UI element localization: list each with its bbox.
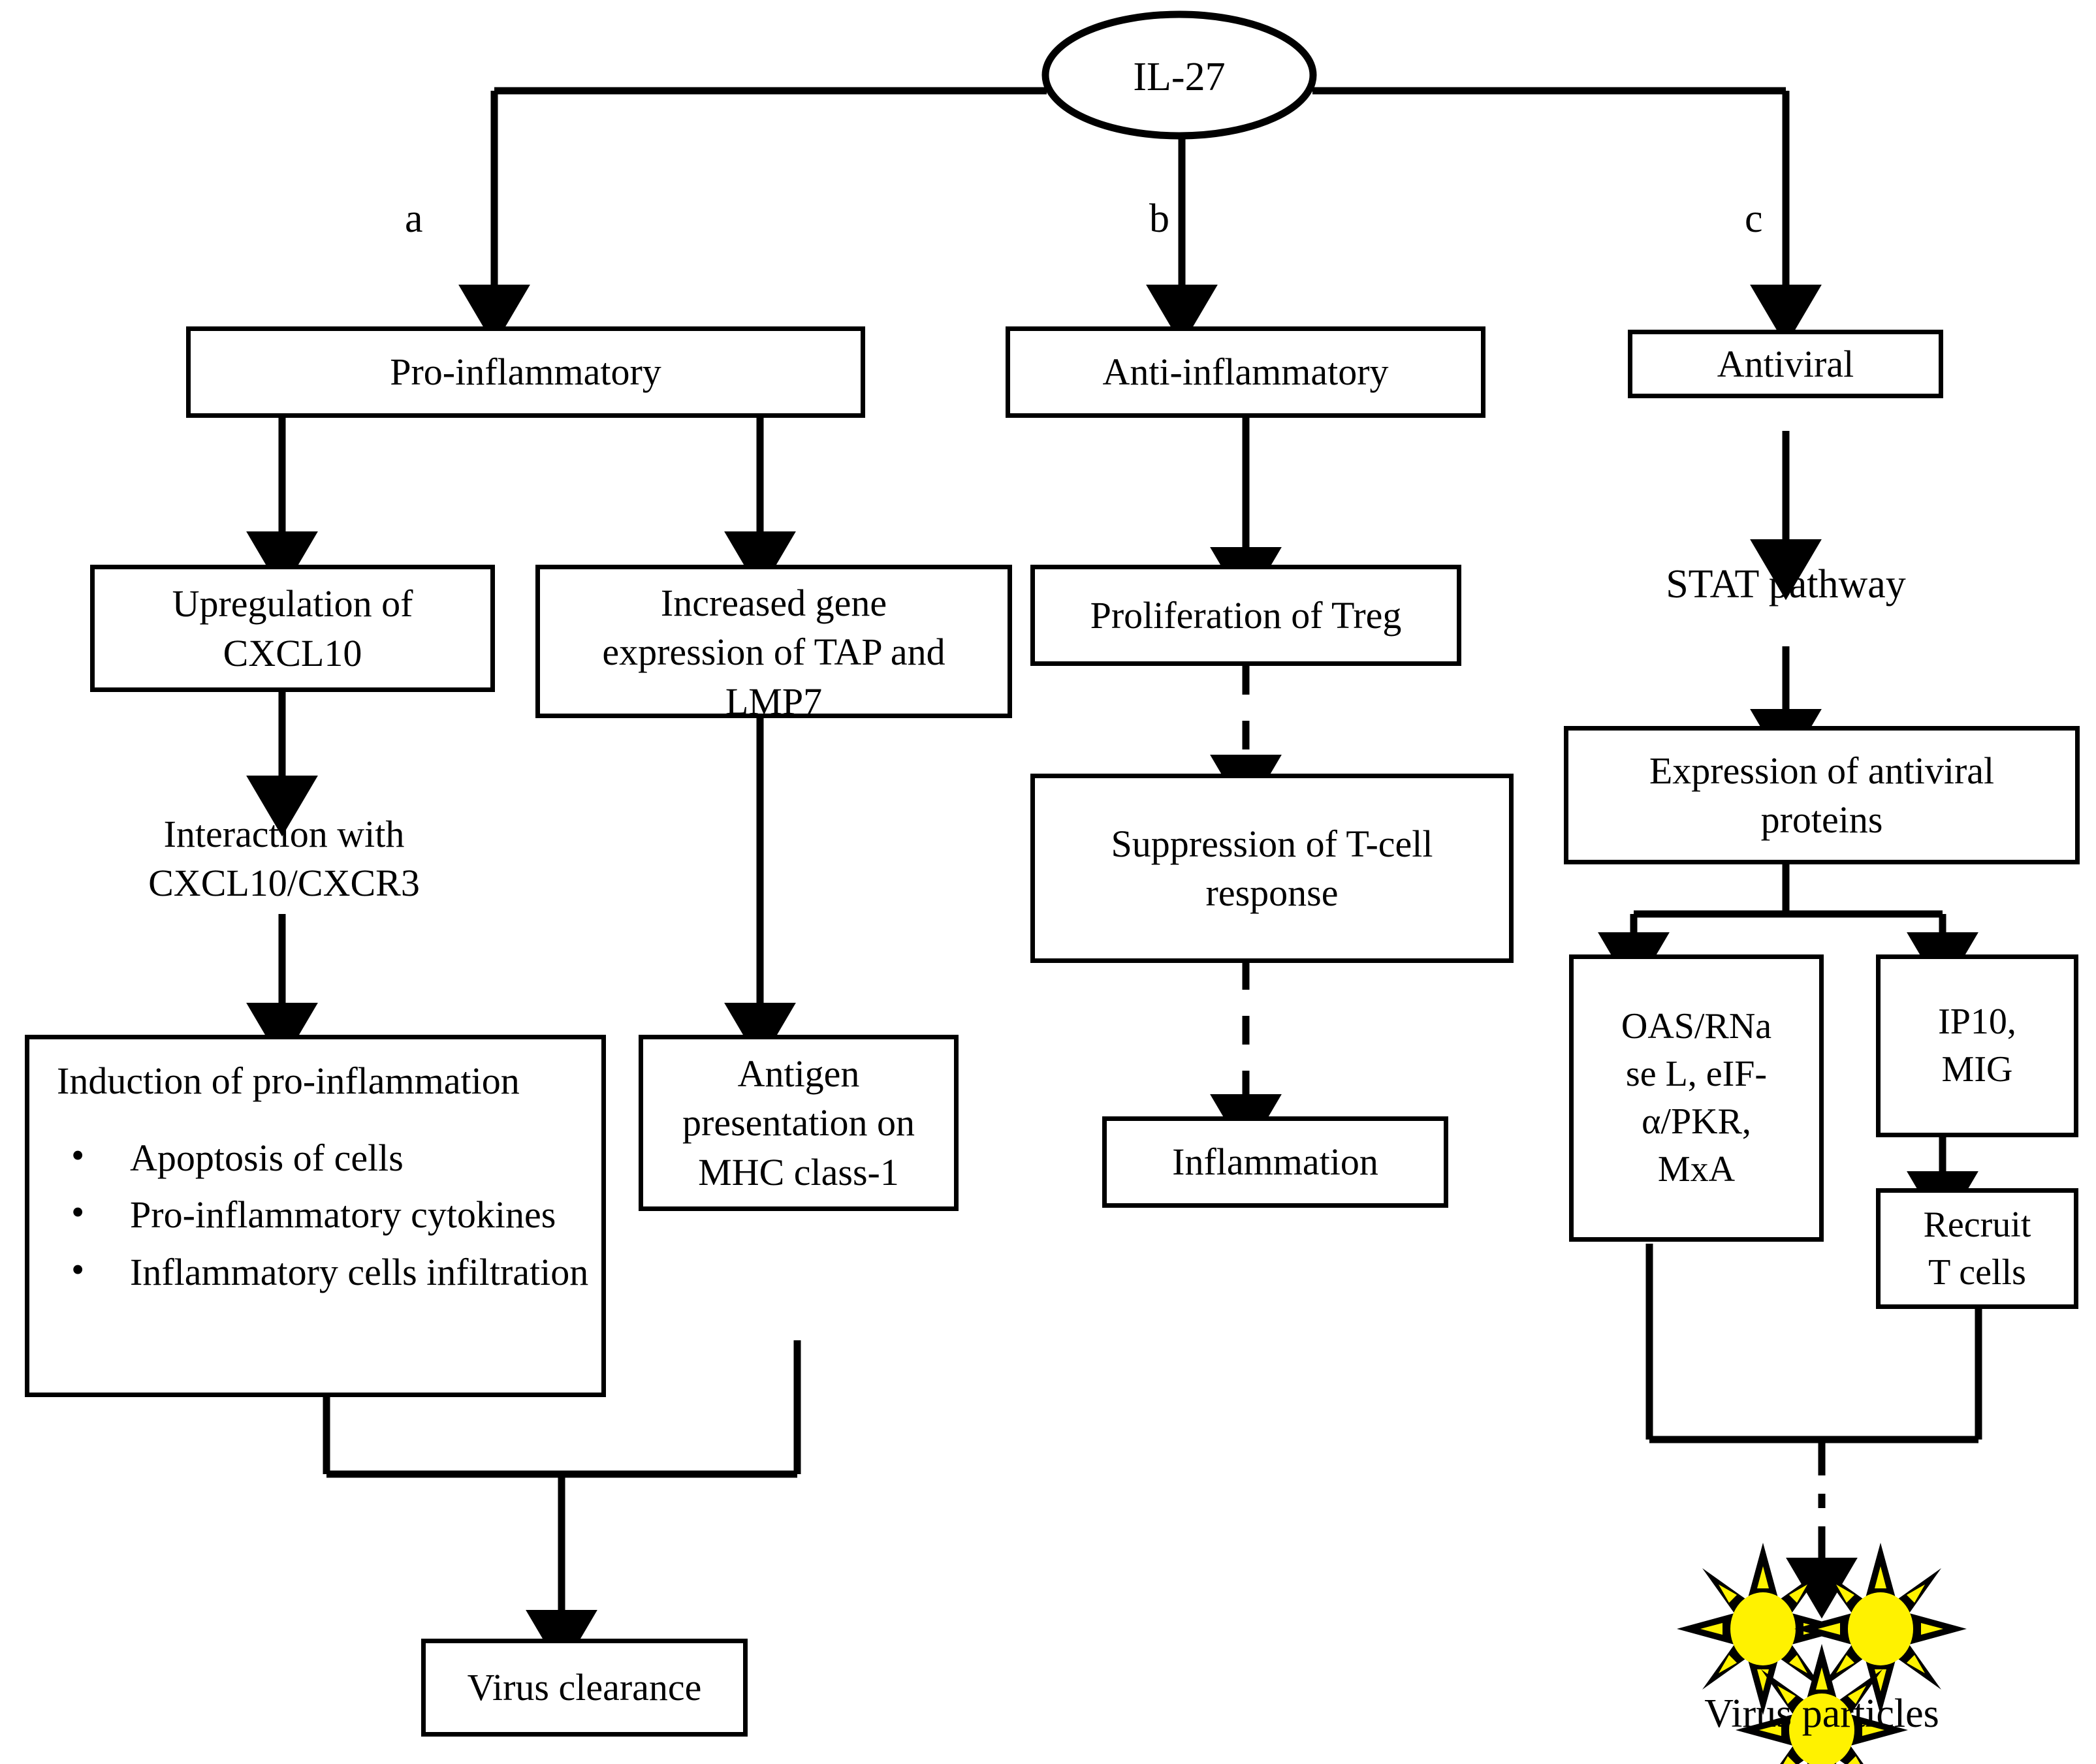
node-expression-line1: Expression of antiviral <box>1649 749 1995 792</box>
node-ip10-line2: MIG <box>1941 1049 2013 1090</box>
node-oas-rnase-eif-pkr-mxa[interactable]: OAS/RNa se L, eIF- α/PKR, MxA <box>1569 954 1824 1242</box>
node-increasedgene-line3: LMP7 <box>725 680 823 723</box>
list-item: Inflammatory cells infiltration <box>67 1246 588 1296</box>
branch-label-a: a <box>405 197 423 241</box>
node-recruit-line2: T cells <box>1928 1252 2026 1293</box>
node-suppression-line2: response <box>1205 872 1339 914</box>
node-increased-gene-expression[interactable]: Increased gene expression of TAP and LMP… <box>535 565 1012 723</box>
virus-particles-caption-label: Virus particles <box>1704 1692 1939 1736</box>
node-oas-line3: α/PKR, <box>1642 1101 1751 1142</box>
node-pro-inflammatory-label: Pro-inflammatory <box>390 351 661 394</box>
branch-label-b: b <box>1149 197 1169 241</box>
node-induction-of-pro-inflammation[interactable]: Induction of pro-inflammation Apoptosis … <box>25 1035 606 1397</box>
node-proliferation-of-treg[interactable]: Proliferation of Treg <box>1030 565 1461 666</box>
node-expression-of-antiviral-proteins[interactable]: Expression of antiviral proteins <box>1564 726 2080 864</box>
induction-bullet-list: Apoptosis of cells Pro-inflammatory cyto… <box>29 1131 588 1304</box>
node-ip10-mig[interactable]: IP10, MIG <box>1876 954 2078 1137</box>
node-interaction-with-cxcl10-cxcr3: Interaction with CXCL10/CXCR3 <box>91 810 477 908</box>
virus-particle-3 <box>1736 1644 1908 1764</box>
node-increasedgene-line2: expression of TAP and <box>602 631 945 674</box>
il27-ellipse <box>1041 10 1317 140</box>
node-stat-pathway: STAT pathway <box>1603 558 1969 611</box>
node-antigen-line1: Antigen <box>737 1052 860 1095</box>
list-item: Pro-inflammatory cytokines <box>67 1188 588 1238</box>
virus-particles-graphic <box>1677 1543 1967 1764</box>
node-interaction-line1: Interaction with <box>163 813 405 855</box>
node-oas-line4: MxA <box>1657 1148 1736 1189</box>
list-item: Apoptosis of cells <box>67 1131 588 1182</box>
node-increasedgene-line1: Increased gene <box>660 582 887 624</box>
node-recruit-t-cells[interactable]: Recruit T cells <box>1876 1188 2078 1309</box>
node-upregulation-line2: CXCL10 <box>223 631 362 674</box>
node-upregulation-cxcl10[interactable]: Upregulation of CXCL10 <box>90 565 495 692</box>
node-oas-line2: se L, eIF- <box>1625 1054 1768 1095</box>
node-induction-heading: Induction of pro-inflammation <box>57 1060 520 1102</box>
branch-label-c: c <box>1745 197 1763 241</box>
node-inflammation-label: Inflammation <box>1172 1141 1378 1184</box>
node-antigen-line3: MHC class-1 <box>698 1150 899 1193</box>
node-recruit-line1: Recruit <box>1923 1204 2031 1245</box>
node-antigen-line2: presentation on <box>682 1101 915 1144</box>
node-anti-inflammatory[interactable]: Anti-inflammatory <box>1006 326 1485 418</box>
node-suppression-line1: Suppression of T-cell <box>1111 822 1433 865</box>
virus-particles-caption: Virus particles <box>1639 1691 2005 1737</box>
node-inflammation[interactable]: Inflammation <box>1102 1116 1448 1208</box>
node-antiviral-label: Antiviral <box>1717 342 1854 385</box>
node-virus-clearance-label: Virus clearance <box>467 1666 702 1709</box>
node-proliferation-label: Proliferation of Treg <box>1090 593 1402 637</box>
node-il27-label: IL-27 <box>1133 55 1226 99</box>
node-pro-inflammatory[interactable]: Pro-inflammatory <box>186 326 865 418</box>
node-suppression-of-tcell-response[interactable]: Suppression of T-cell response <box>1030 774 1514 963</box>
node-stat-pathway-label: STAT pathway <box>1666 562 1906 606</box>
node-virus-clearance[interactable]: Virus clearance <box>421 1639 748 1737</box>
node-anti-inflammatory-label: Anti-inflammatory <box>1102 351 1389 394</box>
node-oas-line1: OAS/RNa <box>1621 1006 1772 1047</box>
virus-particle-2 <box>1794 1543 1967 1715</box>
node-antiviral[interactable]: Antiviral <box>1628 330 1943 398</box>
node-upregulation-line1: Upregulation of <box>172 582 413 625</box>
node-interaction-line2: CXCL10/CXCR3 <box>148 862 420 905</box>
node-ip10-line1: IP10, <box>1938 1001 2016 1043</box>
node-antigen-presentation-mhc[interactable]: Antigen presentation on MHC class-1 <box>639 1035 959 1211</box>
node-expression-line2: proteins <box>1760 798 1883 841</box>
